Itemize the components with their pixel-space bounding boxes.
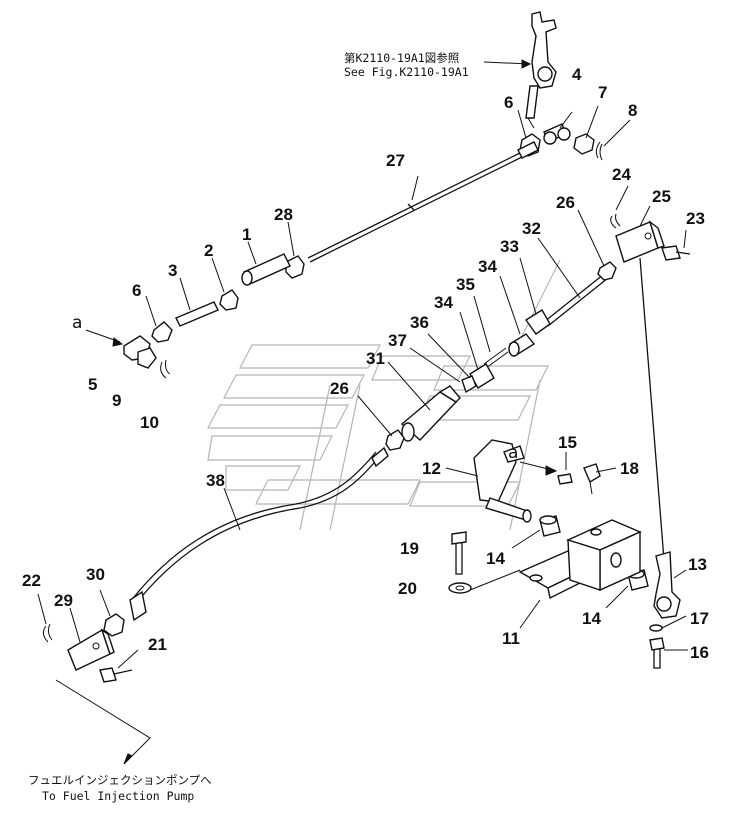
vertical-rod: [639, 257, 665, 561]
note-see-fig-jp: 第K2110-19A1図参照: [344, 51, 459, 65]
part-label-8: 8: [628, 101, 637, 120]
part-label-28: 28: [274, 205, 293, 224]
part-16-bolt: [649, 637, 665, 669]
part-label-31: 31: [366, 349, 385, 368]
arrow-to-pump: [123, 753, 133, 765]
watermark-logo: [207, 259, 561, 531]
part-label-3: 3: [168, 261, 177, 280]
part-17-washer: [649, 624, 663, 632]
part-label-35: 35: [456, 275, 475, 294]
part-label-34a: 34: [478, 257, 497, 276]
part-21-bolt: [99, 667, 133, 683]
leader-11: [469, 569, 541, 629]
part-label-5: 5: [88, 375, 97, 394]
part-22-pin: [42, 623, 53, 643]
part-label-37: 37: [388, 331, 407, 350]
part-20-washer: [448, 582, 472, 594]
part-label-18: 18: [620, 459, 639, 478]
part-label-6b: 6: [132, 281, 141, 300]
part-label-27: 27: [386, 151, 405, 170]
part-label-19: 19: [400, 539, 419, 558]
part-25-clevis: [615, 220, 665, 263]
leader-to-pump: [55, 679, 151, 761]
part-31-cable-end: [385, 385, 461, 451]
part-label-21: 21: [148, 635, 167, 654]
part-23-bolt: [661, 245, 691, 261]
part-12-bracket: [473, 439, 532, 523]
note-see-fig-en: See Fig.K2110-19A1: [344, 65, 469, 79]
part-label-32: 32: [522, 219, 541, 238]
part-label-1: 1: [242, 225, 251, 244]
part-label-38: 38: [206, 471, 225, 490]
part-label-7: 7: [598, 83, 607, 102]
part-14-bushing-upper: [539, 515, 561, 537]
part-label-33: 33: [500, 237, 519, 256]
part-label-36: 36: [410, 313, 429, 332]
arrow-ref-a-left: [112, 337, 124, 347]
part-label-2: 2: [204, 241, 213, 260]
part-13-lever: [653, 551, 681, 619]
part-18-fitting: [583, 463, 601, 495]
part-label-23: 23: [686, 209, 705, 228]
note-to-pump-en: To Fuel Injection Pump: [42, 789, 194, 803]
part-label-13: 13: [688, 555, 707, 574]
part-label-22: 22: [22, 571, 41, 590]
part-19-bolt: [451, 531, 467, 575]
part-label-29: 29: [54, 591, 73, 610]
arrow-ref-a-center: [545, 465, 558, 476]
part-38-cable: [129, 446, 389, 622]
part-label-15: 15: [558, 433, 577, 452]
note-to-pump-jp: フュエルインジェクションポンプへ: [28, 773, 212, 787]
part-30-nut: [103, 613, 125, 637]
part-label-10: 10: [140, 413, 159, 432]
part-label-6a: 6: [504, 93, 513, 112]
right-rod-assembly: [461, 261, 617, 394]
leader-lines: [37, 105, 688, 669]
part-label-24: 24: [612, 165, 631, 184]
part-15-pin: [557, 473, 573, 485]
part-label-16: 16: [690, 643, 709, 662]
part-label-4: 4: [572, 65, 582, 84]
part-label-30: 30: [86, 565, 105, 584]
part-number-labels: 1 2 3 4 5 6 6 7 8 9 10 11 12 13 14 14 15…: [22, 65, 709, 662]
part-label-14a: 14: [486, 549, 505, 568]
part-label-17: 17: [690, 609, 709, 628]
ref-letter-center: a: [508, 443, 518, 463]
part-8-cotter-pin: [595, 141, 603, 161]
part-11-bracket: [518, 519, 642, 600]
part-label-14b: 14: [582, 609, 601, 628]
part-washer-upper: [557, 127, 571, 141]
part-label-11: 11: [502, 629, 520, 648]
upper-lever: [525, 11, 557, 129]
arrow-see-fig: [521, 59, 532, 69]
ref-letter-left: a: [72, 313, 82, 333]
part-label-34b: 34: [434, 293, 453, 312]
part-label-25: 25: [652, 187, 671, 206]
part-29-clevis: [67, 628, 115, 671]
part-24-pin: [610, 213, 621, 229]
part-7-nut: [573, 133, 595, 155]
part-label-26a: 26: [556, 193, 575, 212]
part-label-26b: 26: [330, 379, 349, 398]
part-label-12: 12: [422, 459, 441, 478]
left-rod-assembly: [123, 253, 305, 379]
part-label-20: 20: [398, 579, 417, 598]
part-27-rod: [307, 141, 539, 263]
part-label-9: 9: [112, 391, 121, 410]
